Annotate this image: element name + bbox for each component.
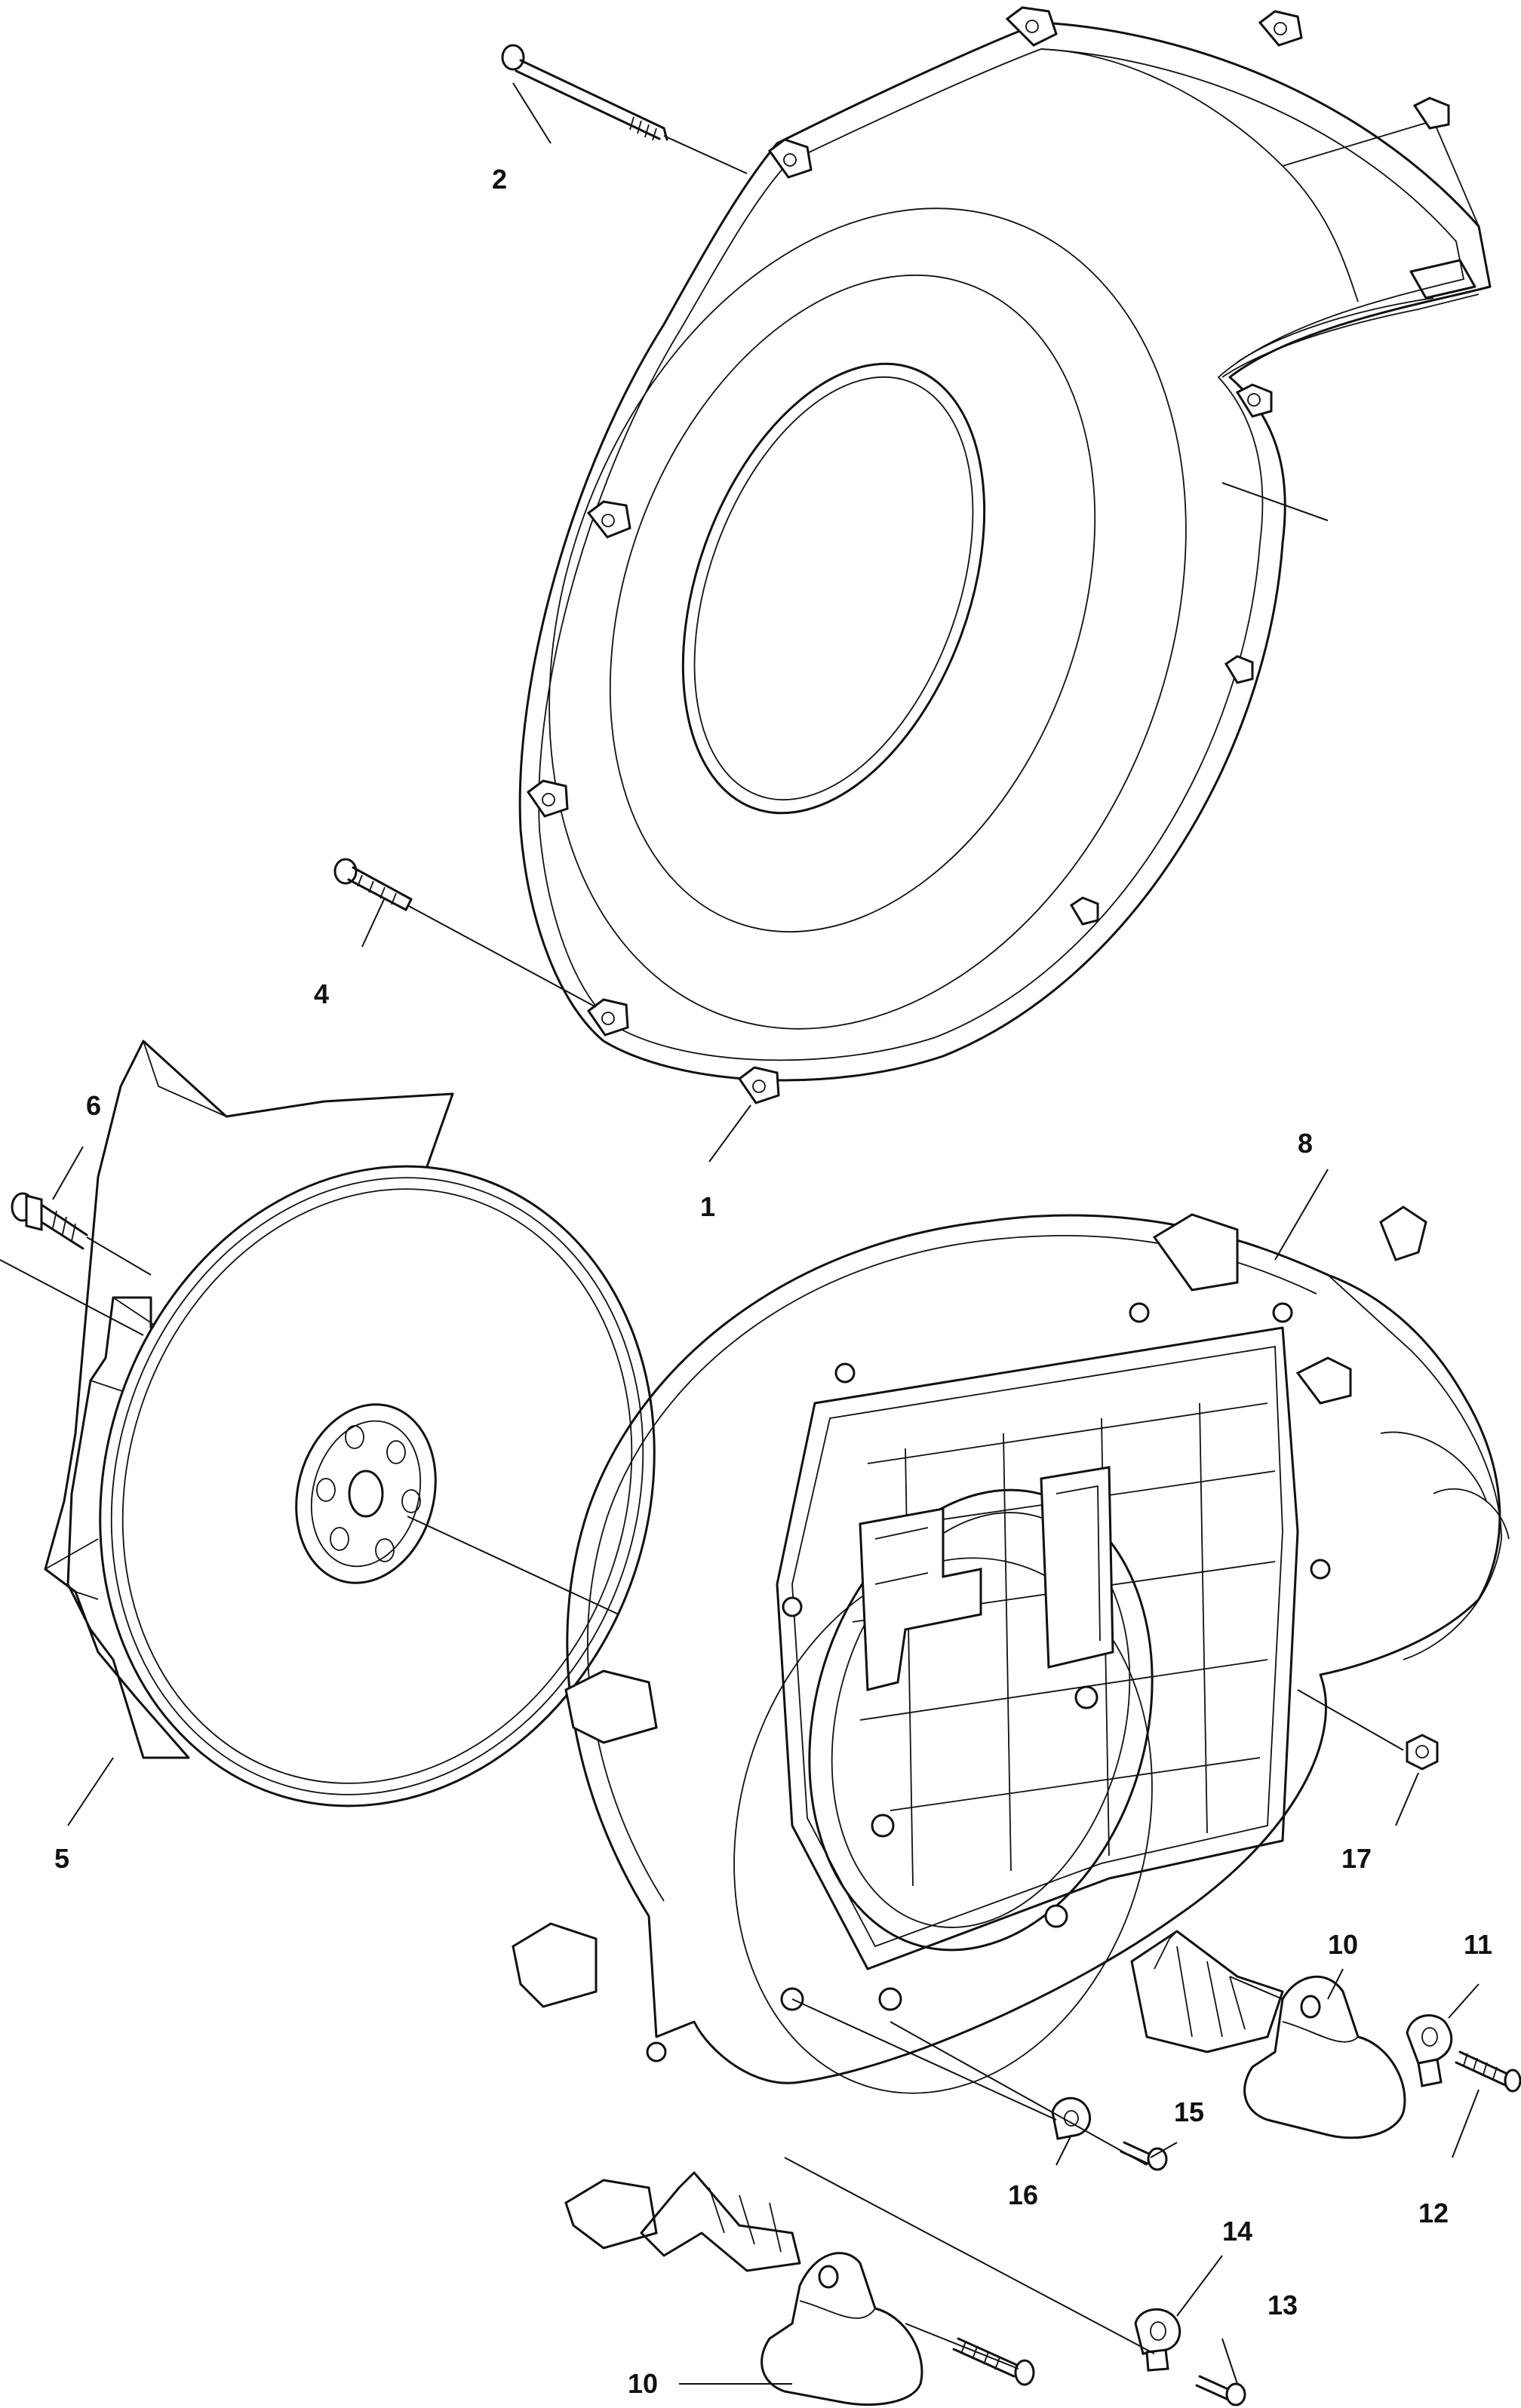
callout-11: 11 <box>1464 1929 1492 1960</box>
fan-housing-base <box>512 1206 1510 2272</box>
clip-part-14 <box>1134 2308 1181 2372</box>
callouts: 1 2 4 5 6 8 10 10 11 12 13 14 15 16 17 <box>54 164 1492 2399</box>
short-screw-part-4 <box>333 858 413 911</box>
callout-12: 12 <box>1418 2198 1449 2228</box>
leader-lines <box>0 82 1480 2385</box>
nut-part-17 <box>1406 1734 1439 1771</box>
callout-8: 8 <box>1298 1128 1313 1159</box>
callout-5: 5 <box>54 1843 69 1874</box>
impeller-bolt-part-6 <box>11 1192 88 1250</box>
callout-10-upper: 10 <box>1328 1929 1358 1960</box>
callout-15: 15 <box>1174 2096 1204 2127</box>
callout-4: 4 <box>314 978 329 1009</box>
fan-impeller <box>44 1040 656 1808</box>
callout-2: 2 <box>492 164 507 195</box>
clamp-part-11 <box>1406 2014 1453 2087</box>
long-screw-part-2 <box>501 44 668 141</box>
clip-part-16 <box>1051 2096 1092 2140</box>
foot-part-10-lower <box>760 2252 923 2406</box>
callout-1: 1 <box>700 1191 715 1222</box>
callout-10-lower: 10 <box>628 2368 658 2399</box>
callout-13: 13 <box>1268 2290 1298 2320</box>
callout-14: 14 <box>1222 2216 1252 2247</box>
callout-6: 6 <box>86 1090 101 1121</box>
callout-16: 16 <box>1008 2179 1038 2210</box>
fan-housing-cover <box>518 6 1492 1104</box>
callout-17: 17 <box>1341 1843 1372 1874</box>
foot-part-10-upper <box>1243 1975 1406 2139</box>
bolt-lower-foot <box>952 2337 1035 2386</box>
screw-part-15 <box>1120 2141 1168 2171</box>
screw-part-12 <box>1455 2050 1521 2093</box>
screw-part-13 <box>1195 2375 1246 2406</box>
